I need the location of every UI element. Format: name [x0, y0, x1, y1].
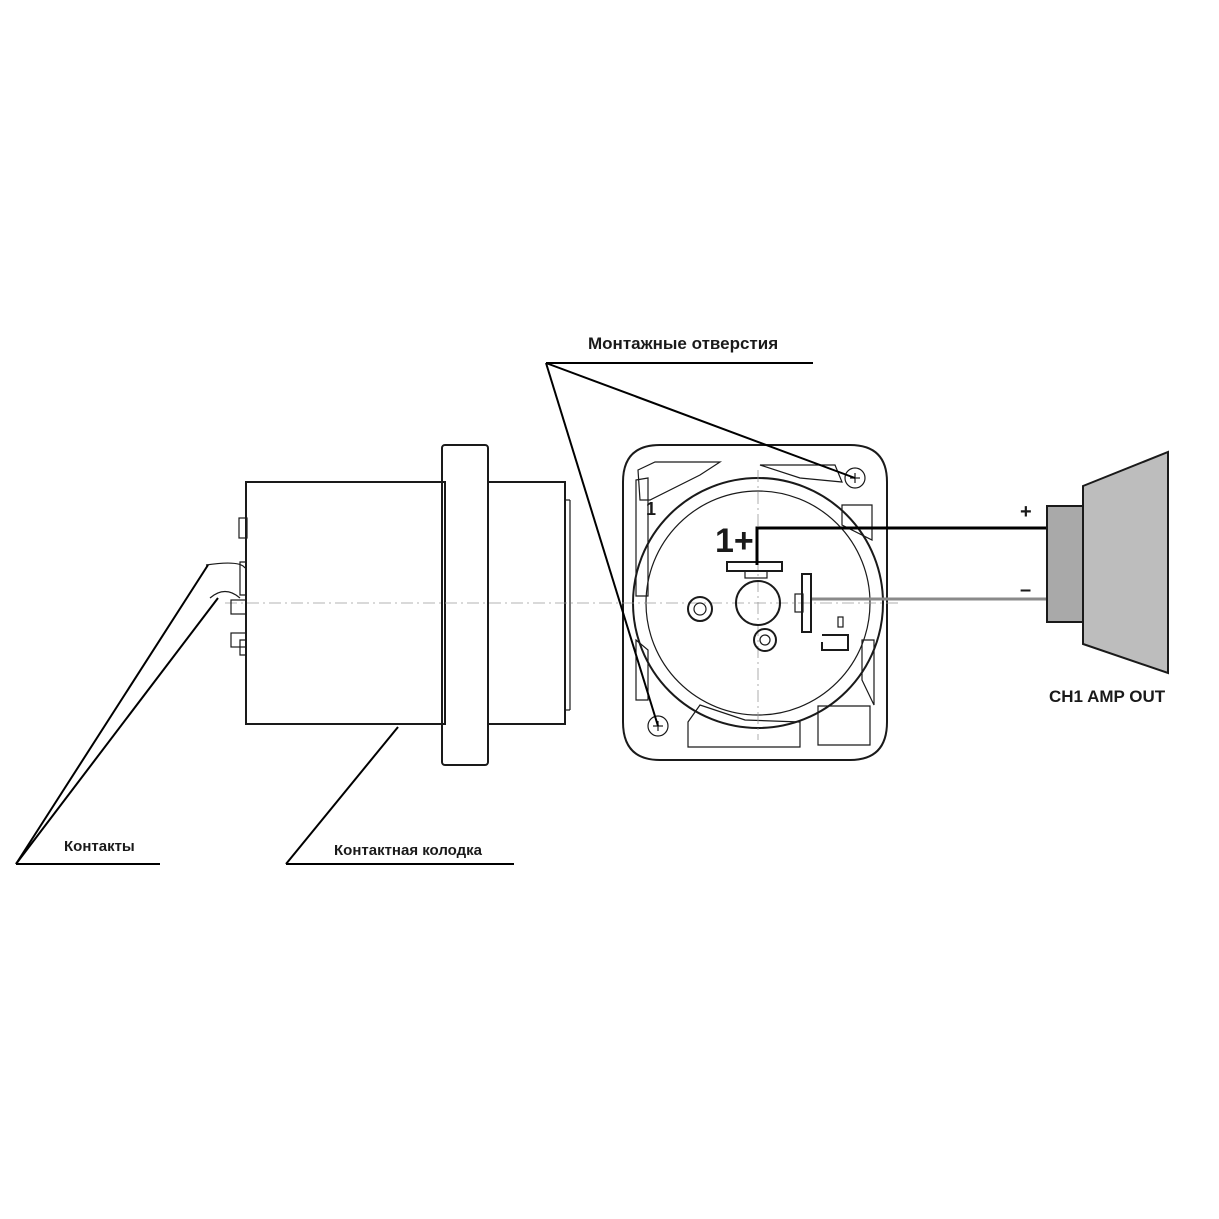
pin-number-label: 1: [646, 499, 656, 519]
contact-tab: [230, 599, 247, 615]
side-hole: [687, 596, 713, 622]
contact-slot-minus-tab: [794, 593, 804, 613]
speaker-magnet: [1046, 505, 1084, 623]
connector-front-view: 1 1+: [600, 444, 900, 761]
mounting-hole-bottom-left: [647, 715, 669, 737]
pocket-right: [841, 504, 873, 541]
contacts-callout: Контакты: [15, 564, 219, 865]
rear-contacts: [205, 517, 248, 656]
contact-slot-plus: [726, 561, 783, 572]
contact-block-callout: Контактная колодка: [285, 726, 514, 865]
callout-leader: [545, 362, 659, 727]
contact-lug: [239, 561, 246, 596]
contact-wire: [209, 590, 241, 599]
speaker-output-label: CH1 AMP OUT: [1049, 687, 1166, 706]
contact-lug: [239, 639, 246, 656]
pocket-top-left: [637, 461, 723, 501]
lower-hole-inner: [759, 634, 771, 646]
pocket-bottom-left: [687, 704, 801, 748]
plus-sign: +: [1020, 501, 1032, 523]
small-pin-mark: [837, 616, 844, 628]
mounting-flange: [441, 444, 489, 766]
speaker-cone: [1082, 450, 1169, 675]
pin-1-plus-label: 1+: [715, 522, 754, 560]
pocket-right-lower: [861, 639, 875, 706]
front-housing: [622, 444, 888, 761]
pocket-top-right: [759, 464, 843, 483]
pocket-left-lower: [635, 638, 649, 701]
contacts-label: Контакты: [64, 838, 135, 855]
positive-wire: [755, 526, 1047, 565]
speaker-icon: [1046, 450, 1169, 675]
minus-sign: –: [1020, 579, 1031, 601]
callout-leader: [15, 597, 219, 865]
contact-slot-plus-tab: [744, 570, 768, 579]
contact-tab: [238, 517, 248, 539]
mounting-hole-top-right: [844, 467, 866, 489]
callout-leader: [285, 726, 399, 865]
callout-leader: [545, 362, 856, 479]
contact-slot-minus-mark: [821, 634, 849, 651]
pocket-bottom-right: [817, 705, 871, 746]
connector-side-view: [205, 444, 600, 766]
mounting-holes-callout: Монтажные отверстия: [545, 334, 856, 727]
lower-hole: [753, 628, 777, 652]
contact-slot-minus: [801, 573, 812, 633]
mounting-holes-label: Монтажные отверстия: [588, 334, 778, 353]
side-hole-inner: [693, 602, 707, 616]
contact-block-label: Контактная колодка: [334, 842, 483, 859]
contact-wire: [205, 562, 246, 569]
callout-leader: [15, 564, 209, 865]
center-pin: [735, 580, 781, 626]
pocket-left-upper: [635, 477, 649, 597]
